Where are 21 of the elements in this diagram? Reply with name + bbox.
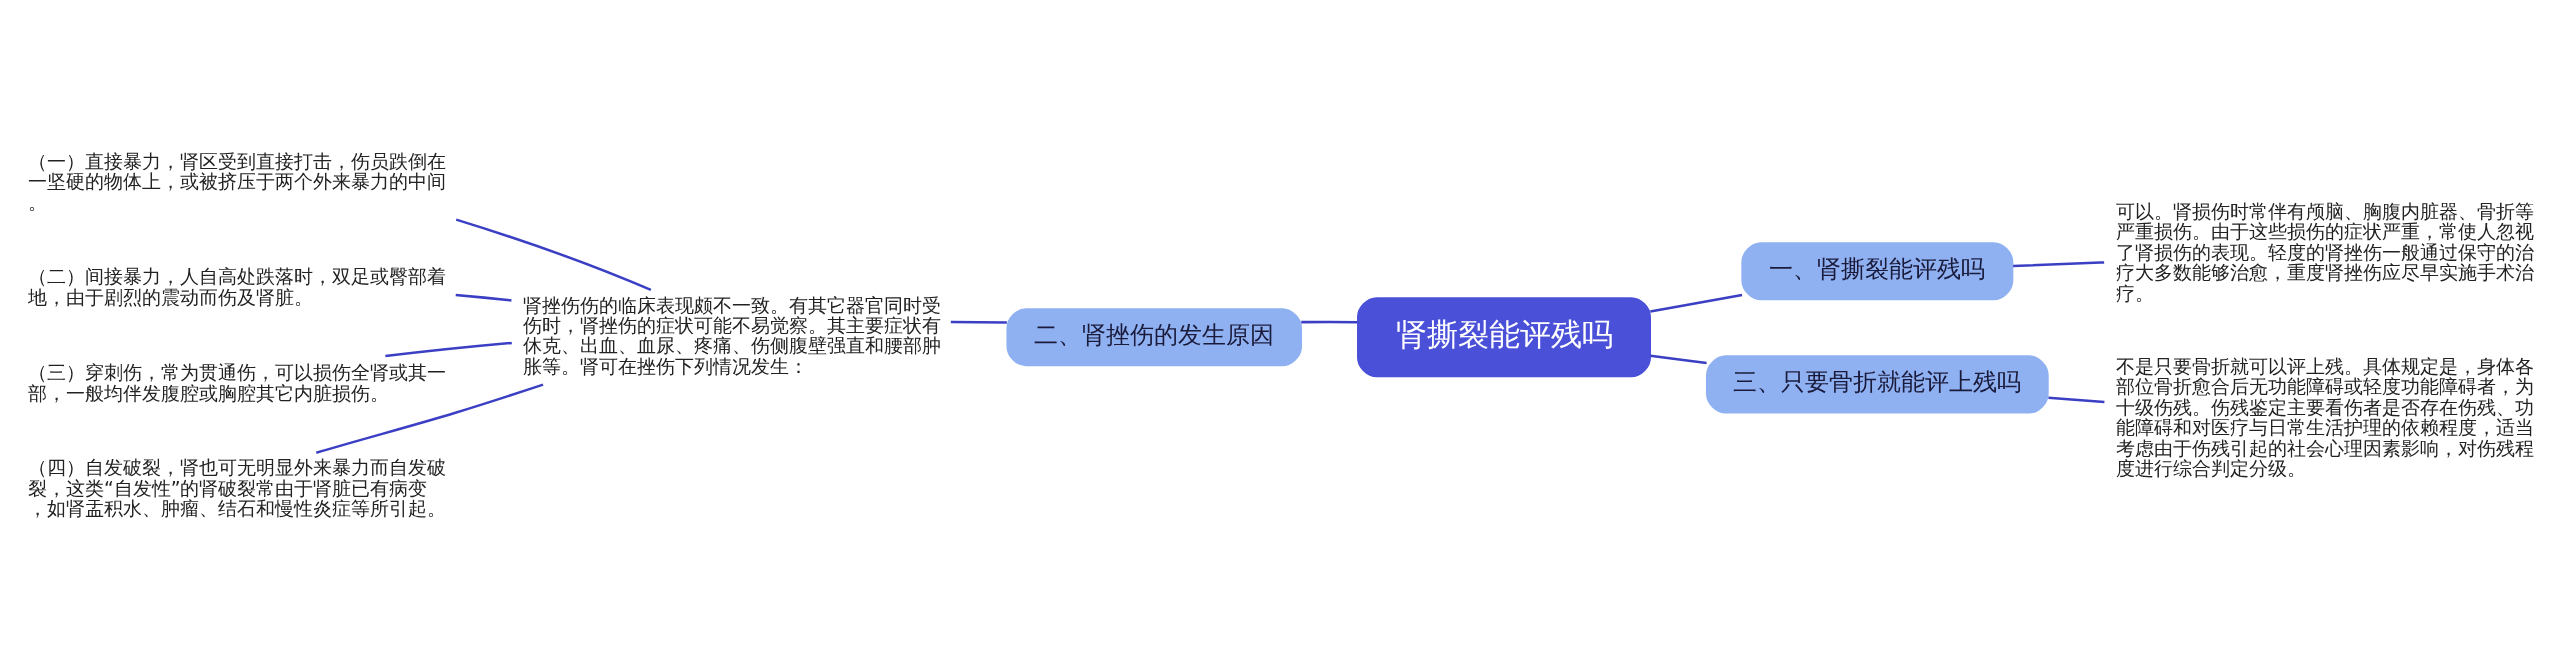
connector xyxy=(2048,395,2105,403)
connector xyxy=(1650,353,1707,364)
node-box: 一、肾撕裂能评残吗 xyxy=(1741,241,2014,300)
connector xyxy=(455,293,512,302)
connector xyxy=(385,341,512,357)
node-text: 肾挫伤伤的临床表现颇不一致。有其它器官同时受伤时，肾挫伤的症状可能不易觉察。其主要症状有休克、出血、血尿、疼痛、伤侧腹壁强直和腰部肿胀等。肾可在挫伤下列情况发生： xyxy=(523,293,942,377)
node-text: 不是只要骨折就可以评上残。具体规定是，身体各部位骨折愈合后无功能障碍或轻度功能障碍者，为十级伤残。伤残鉴定主要看伤者是否存在伤残、功能障碍和对医疗与日常生活护理的依赖程度，适当考虑由于伤残引起的社会心理因素影响，对伤残程度进行综合判定分级。 xyxy=(2115,354,2534,479)
node-box: 肾撕裂能评残吗 xyxy=(1357,296,1651,377)
node-box: 三、只要骨折就能评上残吗 xyxy=(1706,354,2049,414)
connector xyxy=(1301,320,1358,323)
connector xyxy=(950,320,1007,324)
connector xyxy=(1650,293,1743,313)
node-text: （一）直接暴力，肾区受到直接打击，伤员跌倒在一坚硬的物体上，或被挤压于两个外来暴力的中间。 xyxy=(27,149,446,213)
node-text: 可以。肾损伤时常伴有颅脑、胸腹内脏器、骨折等严重损伤。由于这些损伤的症状严重，常使人忽视了肾损伤的表现。轻度的肾挫伤一般通过保守的治疗大多数能够治愈，重度肾挫伤应尽早实施手术治疗。 xyxy=(2115,199,2534,304)
connector xyxy=(315,382,544,454)
node-text: （四）自发破裂，肾也可无明显外来暴力而自发破裂，这类“自发性”的肾破裂常由于肾脏已有病变，如肾盂积水、肿瘤、结石和慢性炎症等所引起。 xyxy=(27,455,446,519)
node-text: （二）间接暴力，人自高处跌落时，双足或臀部着地，由于剧烈的震动而伤及肾脏。 xyxy=(27,264,446,308)
connector xyxy=(2013,260,2105,267)
connector xyxy=(455,217,652,291)
node-box: 二、肾挫伤的发生原因 xyxy=(1006,307,1302,366)
node-text: （三）穿刺伤，常为贯通伤，可以损伤全肾或其一部，一般均伴发腹腔或胸腔其它内脏损伤。 xyxy=(27,360,446,404)
